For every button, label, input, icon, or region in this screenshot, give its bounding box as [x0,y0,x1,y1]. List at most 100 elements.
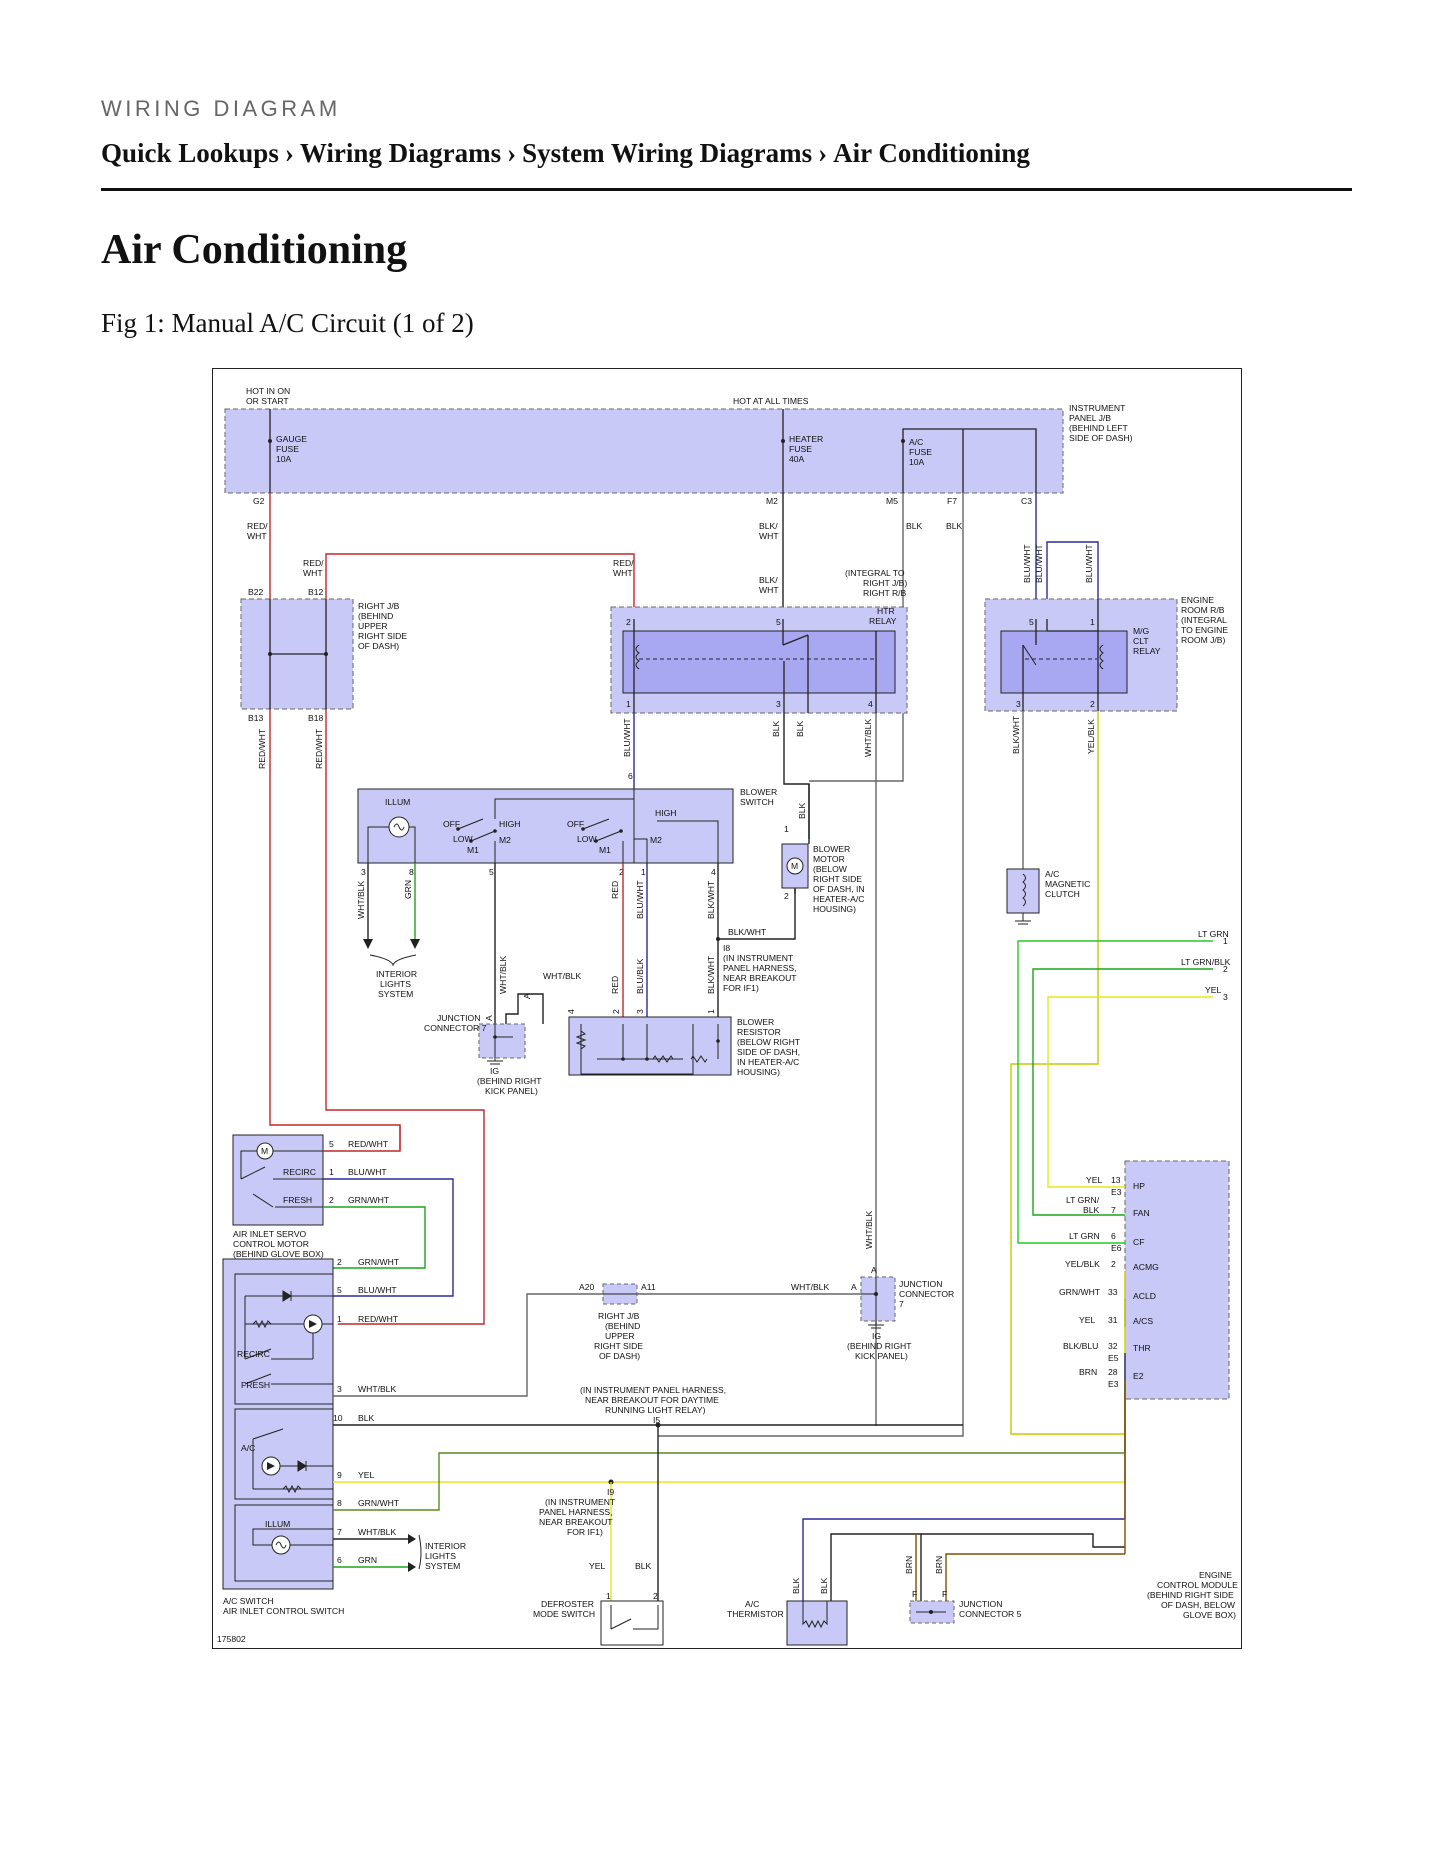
wire-label-wht-blk: WHT/BLK [358,1384,396,1394]
connector-e6: E6 [1111,1243,1122,1253]
pin-2: 2 [784,891,789,901]
integral-right-jb-label: (INTEGRAL TO [845,568,905,578]
pin-a: A [871,1265,877,1275]
blower-resistor-label: SIDE OF DASH, [737,1047,800,1057]
breadcrumb-wiring-diagrams[interactable]: Wiring Diagrams [299,138,502,168]
wire-label-blk: BLK [819,1577,829,1594]
breadcrumb-air-conditioning[interactable]: Air Conditioning [833,138,1030,168]
wire-label-lt-grn-blk: BLK [1083,1205,1100,1215]
pin-10: 10 [333,1413,343,1423]
pin-2: 2 [337,1257,342,1267]
i8-label: I8 [723,943,730,953]
blower-low-label: LOW [577,834,597,844]
pin-2: 2 [611,1009,621,1014]
blower-resistor-label: HOUSING) [737,1067,780,1077]
gauge-fuse-label: 10A [276,454,292,464]
connector-g2: G2 [253,496,265,506]
htr-relay-label: HTR [877,606,895,616]
integral-right-jb-label: RIGHT J/B) [863,578,907,588]
i5-label: I5 [653,1415,660,1425]
connector-m5: M5 [886,496,898,506]
pin-8: 8 [337,1498,342,1508]
ac-label: A/C [241,1443,255,1453]
blower-switch-label: BLOWER [740,787,777,797]
blower-resistor-label: IN HEATER-A/C [737,1057,799,1067]
blower-motor-label: BLOWER [813,844,850,854]
blower-motor-label: RIGHT SIDE [813,874,862,884]
wire-label-blk: BLK [635,1561,652,1571]
ac-switch [222,1258,334,1590]
wire-label-red-wht: RED/ [613,558,634,568]
pin-1: 1 [706,1009,716,1014]
wire-label-blu-wht: BLU/WHT [1084,544,1094,583]
pin-4: 4 [868,699,873,709]
pin-5: 5 [337,1285,342,1295]
wire-label-wht-blk: WHT/BLK [543,971,581,981]
blower-motor-label: HEATER-A/C [813,894,864,904]
right-jb-label: RIGHT J/B [358,601,400,611]
wire-label-blk-wht: WHT [759,531,779,541]
pin-32: 32 [1108,1341,1118,1351]
blower-switch-label: SWITCH [740,797,774,807]
illum-label: ILLUM [265,1519,290,1529]
gauge-fuse-label: FUSE [276,444,299,454]
ig-label: KICK PANEL) [855,1351,908,1361]
wire-label-yel: YEL [1086,1175,1102,1185]
junction-connector-7 [478,1023,526,1059]
wire-label-blu-wht: BLU/WHT [1022,544,1032,583]
wire-label-red-wht: RED/WHT [348,1139,389,1149]
pin-5: 5 [776,617,781,627]
blower-motor-label: OF DASH, IN [813,884,865,894]
wire-label-blk-blu: BLK/BLU [1063,1341,1098,1351]
defroster-label: MODE SWITCH [533,1609,595,1619]
wire-label-yel: YEL [589,1561,605,1571]
wire-label-blk: BLK [358,1413,375,1423]
wire-label-blk: BLK [946,521,963,531]
wire-label-grn: GRN [358,1555,377,1565]
instrument-panel-jb-label: (BEHIND LEFT [1069,423,1128,433]
hot-in-on-label: HOT IN ON [246,386,290,396]
blower-m2-label: M2 [499,835,511,845]
wire-label-lt-grn: LT GRN [1198,929,1229,939]
blower-motor-label: MOTOR [813,854,845,864]
pin-6: 6 [337,1555,342,1565]
connector-b18: B18 [308,713,324,723]
pin-7: 7 [1111,1205,1116,1215]
junction-connector-7b-label: 7 [899,1299,904,1309]
wire-label-blk: BLK [906,521,923,531]
connector-e5: E5 [1108,1353,1119,1363]
interior-lights-label: SYSTEM [378,989,413,999]
wire-label-lt-grn: LT GRN [1069,1231,1100,1241]
motor-icon-letter: M [791,861,798,871]
ig-label: IG [490,1066,499,1076]
i9-label: I9 [607,1487,614,1497]
breadcrumb-quick-lookups[interactable]: Quick Lookups [101,138,279,168]
ecm-label: GLOVE BOX) [1183,1610,1236,1620]
right-jb-label: (BEHIND [358,611,393,621]
interior-lights-label: LIGHTS [380,979,411,989]
pin-2: 2 [1090,699,1095,709]
wire-label-blk-wht: BLK/WHT [728,927,767,937]
wire-label-blu-wht: BLU/WHT [1034,544,1044,583]
pin-2: 2 [626,617,631,627]
wire-label-blk-wht: BLK/WHT [706,880,716,919]
connector-f7: F7 [947,496,957,506]
diagram-id: 175802 [217,1634,246,1644]
connector-m2: M2 [766,496,778,506]
header-rule [101,188,1352,191]
pin-6: 6 [628,771,633,781]
engine-room-rb-label: ROOM R/B [1181,605,1225,615]
pin-a: A [484,1015,494,1021]
wire-label-red-wht: RED/ [247,521,268,531]
breadcrumb-system-wiring-diagrams[interactable]: System Wiring Diagrams [522,138,813,168]
wire-label-grn-wht: GRN/WHT [358,1498,400,1508]
defroster-label: DEFROSTER [541,1599,594,1609]
pin-1: 1 [329,1167,334,1177]
wire-label-yel: YEL [1079,1315,1095,1325]
wire-label-wht-blk: WHT/BLK [356,881,366,919]
blower-high-label: HIGH [655,808,676,818]
interior-lights-label: LIGHTS [425,1551,456,1561]
ecm-pin-thr: THR [1133,1343,1151,1353]
servo-motor-icon-letter: M [261,1146,268,1156]
wire-label-yel: YEL [1205,985,1221,995]
